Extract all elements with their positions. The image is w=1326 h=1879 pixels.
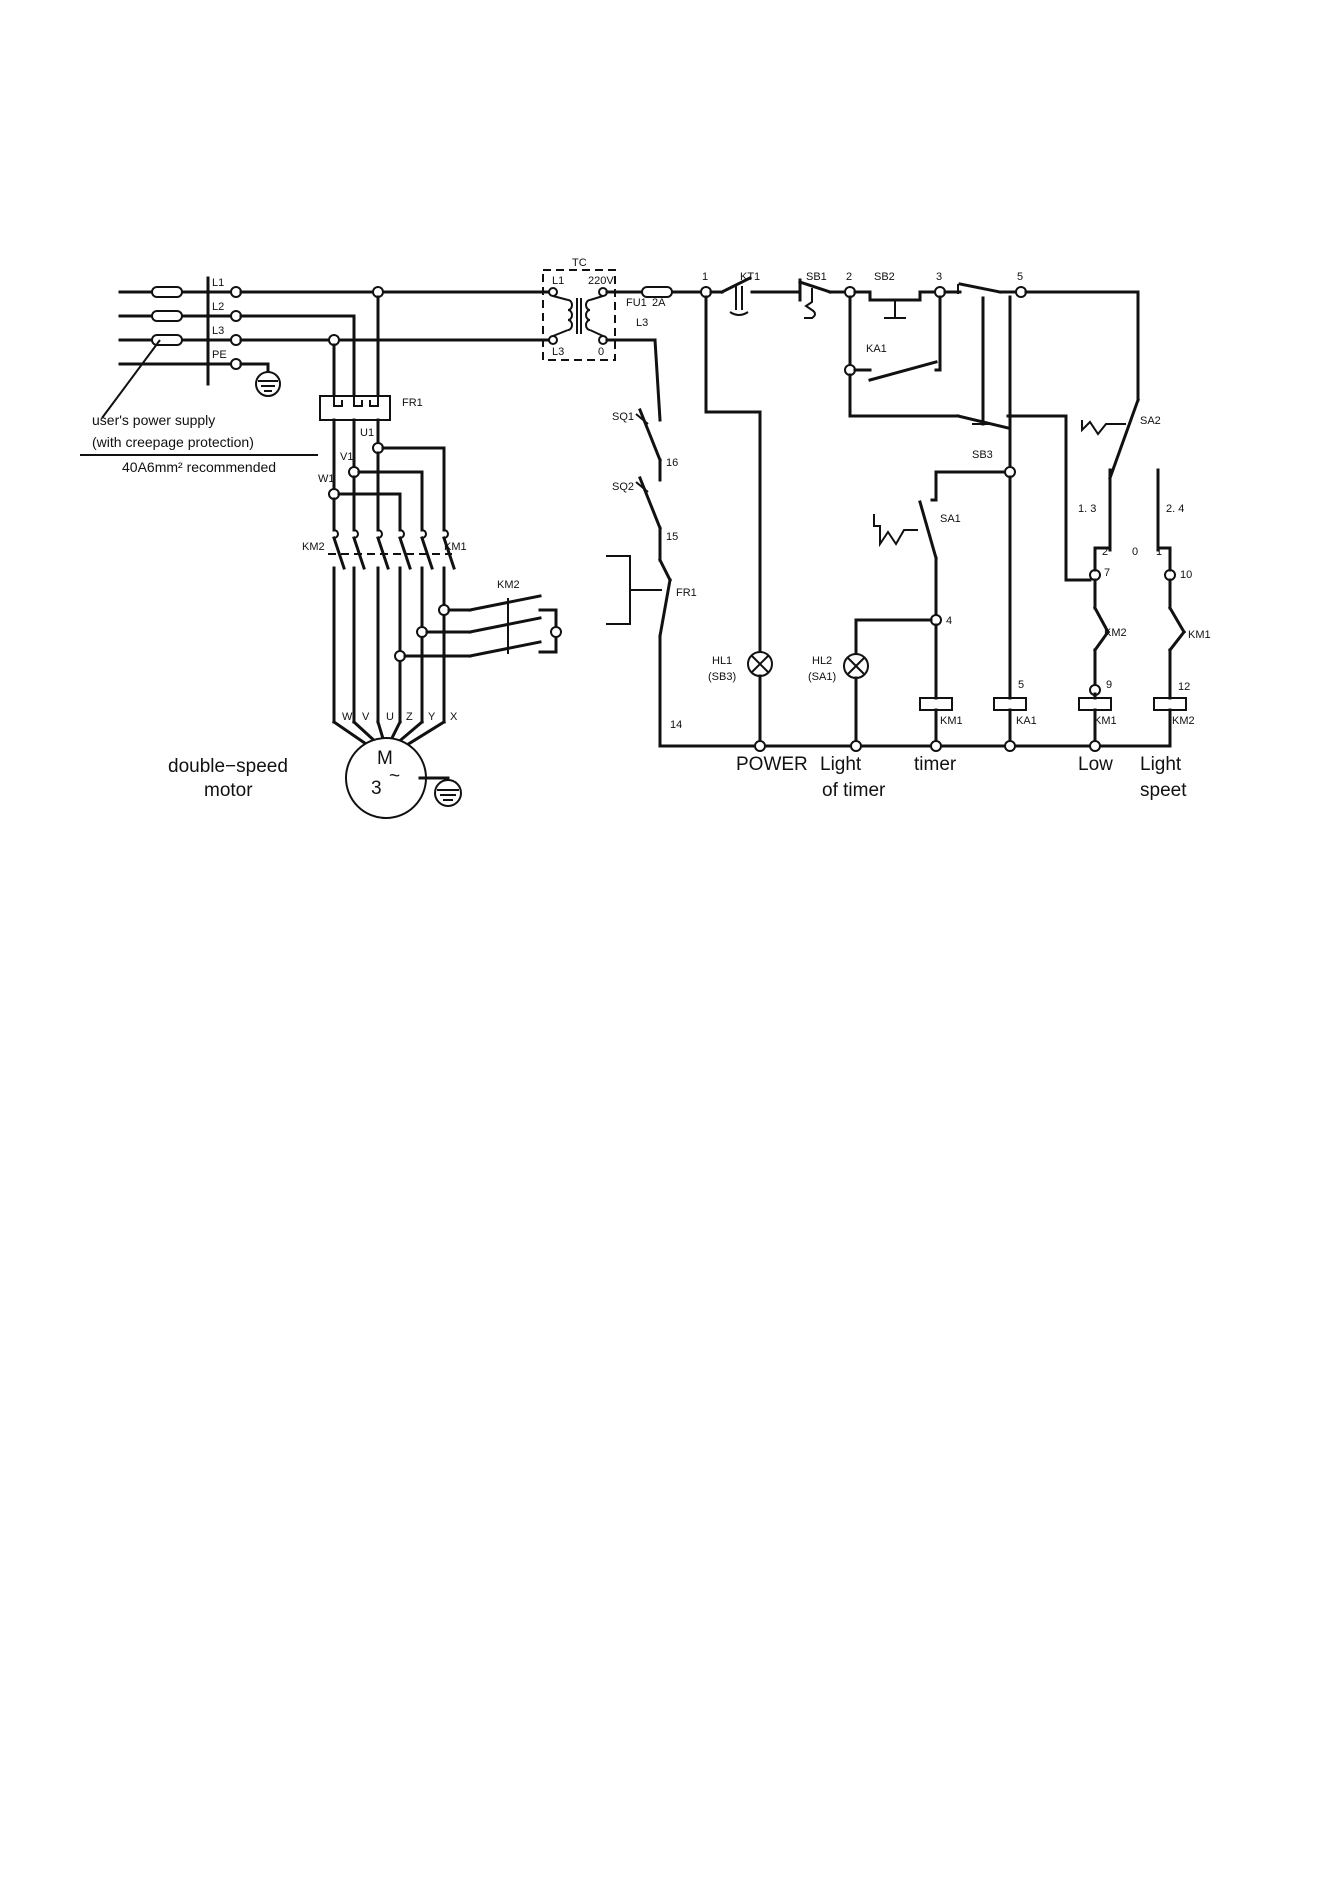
- wire-7: 7: [1104, 567, 1110, 579]
- sb3-label: SB3: [972, 449, 993, 461]
- fr1-contact-label: FR1: [676, 587, 697, 599]
- wire-3: 3: [936, 271, 942, 283]
- contactor-km1-label: KM1: [444, 541, 467, 553]
- kt1-label: KT1: [740, 271, 760, 283]
- motor-phase: 3: [371, 778, 382, 799]
- coil-2-label: KA1: [1016, 715, 1037, 727]
- tc-out-0: 0: [598, 346, 604, 358]
- line-label-l2: L2: [212, 301, 224, 313]
- motor-caption-2: motor: [204, 780, 253, 801]
- coil-1-label: KM1: [940, 715, 963, 727]
- caption-light-of-timer-1: Light: [820, 754, 862, 775]
- supply-note-3: 40A6mm² recommended: [122, 459, 276, 475]
- fuse-symbol: [151, 286, 183, 298]
- terminal-w1: W1: [318, 473, 335, 485]
- fu1-rating: 2A: [652, 297, 666, 309]
- ground-icon: [434, 779, 462, 807]
- contactor-bank: KM2 KM1 KM2 W V U Z Y X: [302, 446, 562, 751]
- sa2-pos-left: 1. 3: [1078, 503, 1096, 515]
- caption-low: Low: [1078, 754, 1113, 775]
- supply-note-2: (with creepage protection): [92, 434, 254, 450]
- hl2-label: HL2: [812, 655, 832, 667]
- wire-10: 10: [1180, 569, 1192, 581]
- coil-km1-low: KM1: [1078, 697, 1117, 748]
- ka1-label: KA1: [866, 343, 887, 355]
- sb1-label: SB1: [806, 271, 827, 283]
- motor-terminal-w: W: [342, 711, 353, 723]
- tc-in-l1: L1: [552, 275, 564, 287]
- terminal-v1: V1: [340, 451, 353, 463]
- wire-9: 9: [1106, 679, 1112, 691]
- motor-terminal-x: X: [450, 711, 458, 723]
- line-label-pe: PE: [212, 349, 227, 361]
- wire-1: 1: [702, 271, 708, 283]
- caption-light-speet-1: Light: [1140, 754, 1182, 775]
- wire-4: 4: [946, 615, 952, 627]
- sq2-label: SQ2: [612, 481, 634, 493]
- wire-15: 15: [666, 531, 678, 543]
- lamp-hl2-icon: [843, 653, 869, 679]
- wire-12: 12: [1178, 681, 1190, 693]
- lamp-hl1-icon: [747, 651, 773, 677]
- wire-2: 2: [846, 271, 852, 283]
- contactor-km2-label: KM2: [302, 541, 325, 553]
- sa2-pos-right: 2. 4: [1166, 503, 1184, 515]
- sa2-label: SA2: [1140, 415, 1161, 427]
- sa2-p0: 0: [1132, 546, 1138, 558]
- coil-3-label: KM1: [1094, 715, 1117, 727]
- wire-14: 14: [670, 719, 682, 731]
- sa2-p1: 1: [1156, 546, 1162, 558]
- control-section: FU1 2A 1 KT1 SB1 2 SB2 3: [605, 271, 1211, 752]
- sb2-label: SB2: [874, 271, 895, 283]
- motor-caption-1: double−speed: [168, 756, 288, 777]
- coil-km1-timer: KM1: [919, 697, 963, 748]
- wire-5: 5: [1017, 271, 1023, 283]
- interlock-km2-label: KM2: [1104, 627, 1127, 639]
- sa1-label: SA1: [940, 513, 961, 525]
- hl2-sub: (SA1): [808, 671, 836, 683]
- supply-section: L1 L2 L3 PE user's power supply (with cr…: [80, 276, 555, 475]
- hl1-label: HL1: [712, 655, 732, 667]
- ground-icon: [255, 371, 281, 397]
- supply-note-1: user's power supply: [92, 412, 215, 428]
- motor-phase-tilde: ~: [389, 766, 400, 787]
- wire-5b: 5: [1018, 679, 1024, 691]
- motor-symbol: M: [377, 748, 393, 769]
- line-label-l1: L1: [212, 277, 224, 289]
- motor-terminal-v: V: [362, 711, 370, 723]
- caption-timer: timer: [914, 754, 957, 775]
- transformer-name: TC: [572, 257, 587, 269]
- caption-light-speet-2: speet: [1140, 780, 1187, 801]
- l3-return-label: L3: [636, 317, 648, 329]
- sq1-label: SQ1: [612, 411, 634, 423]
- sa2-p2: 2: [1102, 546, 1108, 558]
- fu1-label: FU1: [626, 297, 647, 309]
- fuse-symbol: [151, 310, 183, 322]
- coil-km2-light: KM2: [1153, 697, 1195, 748]
- motor-terminal-y: Y: [428, 711, 436, 723]
- transformer-tc: TC L1 L3 220V 0: [542, 257, 616, 361]
- fuse-fu1: [641, 286, 673, 298]
- coil-ka1: KA1: [993, 697, 1037, 748]
- interlock-km1-label: KM1: [1188, 629, 1211, 641]
- terminal-u1: U1: [360, 427, 374, 439]
- hl1-sub: (SB3): [708, 671, 736, 683]
- coil-4-label: KM2: [1172, 715, 1195, 727]
- fr1-label: FR1: [402, 397, 423, 409]
- contactor-contacts: [328, 529, 456, 570]
- motor: M 3 ~ double−speed motor: [168, 737, 462, 819]
- branch-captions: POWER Light of timer timer Low Light spe…: [736, 754, 1187, 801]
- motor-terminal-u: U: [386, 711, 394, 723]
- wire-16: 16: [666, 457, 678, 469]
- caption-power: POWER: [736, 754, 808, 775]
- star-contactor-label: KM2: [497, 579, 520, 591]
- tc-out-220v: 220V: [588, 275, 614, 287]
- tc-in-l3: L3: [552, 346, 564, 358]
- motor-terminal-z: Z: [406, 711, 413, 723]
- caption-light-of-timer-2: of timer: [822, 780, 886, 801]
- line-label-l3: L3: [212, 325, 224, 337]
- thermal-overload-fr1: FR1 U1 V1 W1: [318, 395, 423, 500]
- fuse-symbol: [151, 334, 183, 346]
